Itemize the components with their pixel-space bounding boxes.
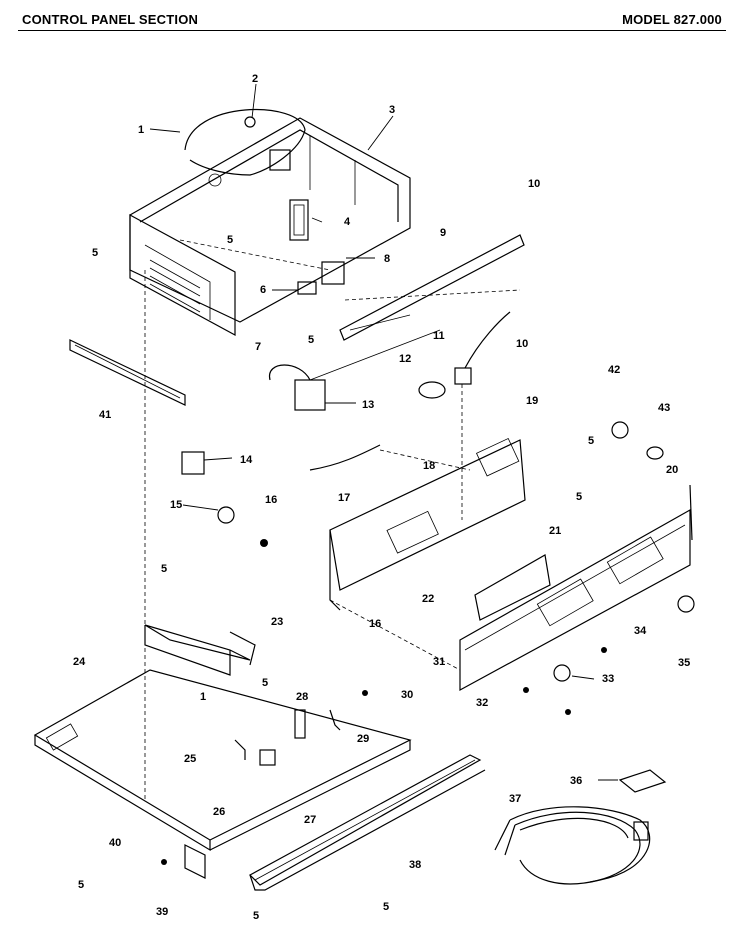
svg-text:5: 5 (588, 435, 594, 447)
relay-part (321, 261, 345, 285)
svg-text:5: 5 (308, 334, 314, 346)
svg-text:4: 4 (344, 216, 351, 228)
svg-text:25: 25 (184, 753, 196, 765)
knob-part (244, 116, 256, 128)
mounting-strip (339, 234, 525, 341)
knob-15 (217, 506, 235, 524)
svg-text:11: 11 (433, 330, 445, 342)
svg-text:3: 3 (389, 104, 395, 116)
svg-text:27: 27 (304, 814, 316, 826)
svg-text:7: 7 (255, 341, 261, 353)
svg-text:39: 39 (156, 906, 168, 918)
svg-text:29: 29 (357, 733, 369, 745)
svg-text:36: 36 (570, 775, 582, 787)
svg-text:6: 6 (260, 284, 266, 296)
wire-harness (494, 806, 651, 885)
callout-labels: 1 2 3 4 5 5 5 6 7 8 9 10 10 11 12 13 14 … (73, 73, 690, 922)
svg-text:37: 37 (509, 793, 521, 805)
svg-text:31: 31 (433, 656, 445, 668)
knob-42 (611, 421, 629, 439)
switch-part (289, 199, 309, 241)
clip-29 (329, 709, 341, 731)
wire-18 (309, 444, 381, 471)
svg-text:10: 10 (516, 338, 528, 350)
bracket-23 (144, 624, 251, 661)
front-panel (459, 508, 691, 692)
svg-text:20: 20 (666, 464, 678, 476)
svg-text:5: 5 (161, 563, 167, 575)
svg-text:42: 42 (608, 364, 620, 376)
svg-text:2: 2 (252, 73, 258, 85)
knob-12 (418, 381, 446, 399)
header-rule (18, 30, 726, 31)
bracket-part (297, 281, 317, 295)
lamp-socket (454, 311, 511, 520)
svg-text:43: 43 (658, 402, 670, 414)
svg-text:13: 13 (362, 399, 374, 411)
svg-text:22: 22 (422, 593, 434, 605)
svg-text:5: 5 (227, 234, 233, 246)
svg-text:1: 1 (200, 691, 206, 703)
svg-text:5: 5 (78, 879, 84, 891)
capillary-cable (184, 108, 306, 176)
control-housing (129, 117, 411, 337)
clip-39 (184, 844, 206, 879)
bracket-36 (618, 769, 667, 793)
knob-43 (646, 446, 664, 460)
svg-text:23: 23 (271, 616, 283, 628)
svg-text:16: 16 (369, 618, 381, 630)
clip-27 (259, 749, 276, 766)
svg-text:10: 10 (528, 178, 540, 190)
svg-text:30: 30 (401, 689, 413, 701)
svg-text:26: 26 (213, 806, 225, 818)
svg-text:41: 41 (99, 409, 111, 421)
trim-strip (69, 339, 186, 406)
svg-text:40: 40 (109, 837, 121, 849)
svg-text:35: 35 (678, 657, 690, 669)
svg-text:32: 32 (476, 697, 488, 709)
svg-text:5: 5 (576, 491, 582, 503)
timer-22 (474, 554, 551, 621)
rail-38 (249, 754, 486, 891)
svg-text:38: 38 (409, 859, 421, 871)
base-plate (33, 669, 412, 852)
control-panel-frame (329, 437, 526, 671)
svg-text:21: 21 (549, 525, 561, 537)
svg-text:15: 15 (170, 499, 182, 511)
svg-text:5: 5 (383, 901, 389, 913)
svg-text:28: 28 (296, 691, 308, 703)
svg-text:5: 5 (253, 910, 259, 922)
svg-text:16: 16 (265, 494, 277, 506)
model-number: MODEL 827.000 (622, 12, 722, 27)
clip-28 (294, 709, 306, 739)
svg-text:17: 17 (338, 492, 350, 504)
page-title: CONTROL PANEL SECTION (22, 12, 199, 27)
svg-text:5: 5 (262, 677, 268, 689)
svg-text:24: 24 (73, 656, 86, 668)
svg-text:34: 34 (634, 625, 647, 637)
svg-text:5: 5 (92, 247, 98, 259)
svg-text:33: 33 (602, 673, 614, 685)
svg-text:8: 8 (384, 253, 390, 265)
thermostat-part (269, 329, 441, 411)
svg-text:9: 9 (440, 227, 446, 239)
svg-text:1: 1 (138, 124, 144, 136)
svg-text:14: 14 (240, 454, 253, 466)
svg-text:12: 12 (399, 353, 411, 365)
svg-text:18: 18 (423, 460, 435, 472)
switch-14 (181, 451, 205, 475)
svg-text:19: 19 (526, 395, 538, 407)
clip-25 (234, 739, 246, 760)
